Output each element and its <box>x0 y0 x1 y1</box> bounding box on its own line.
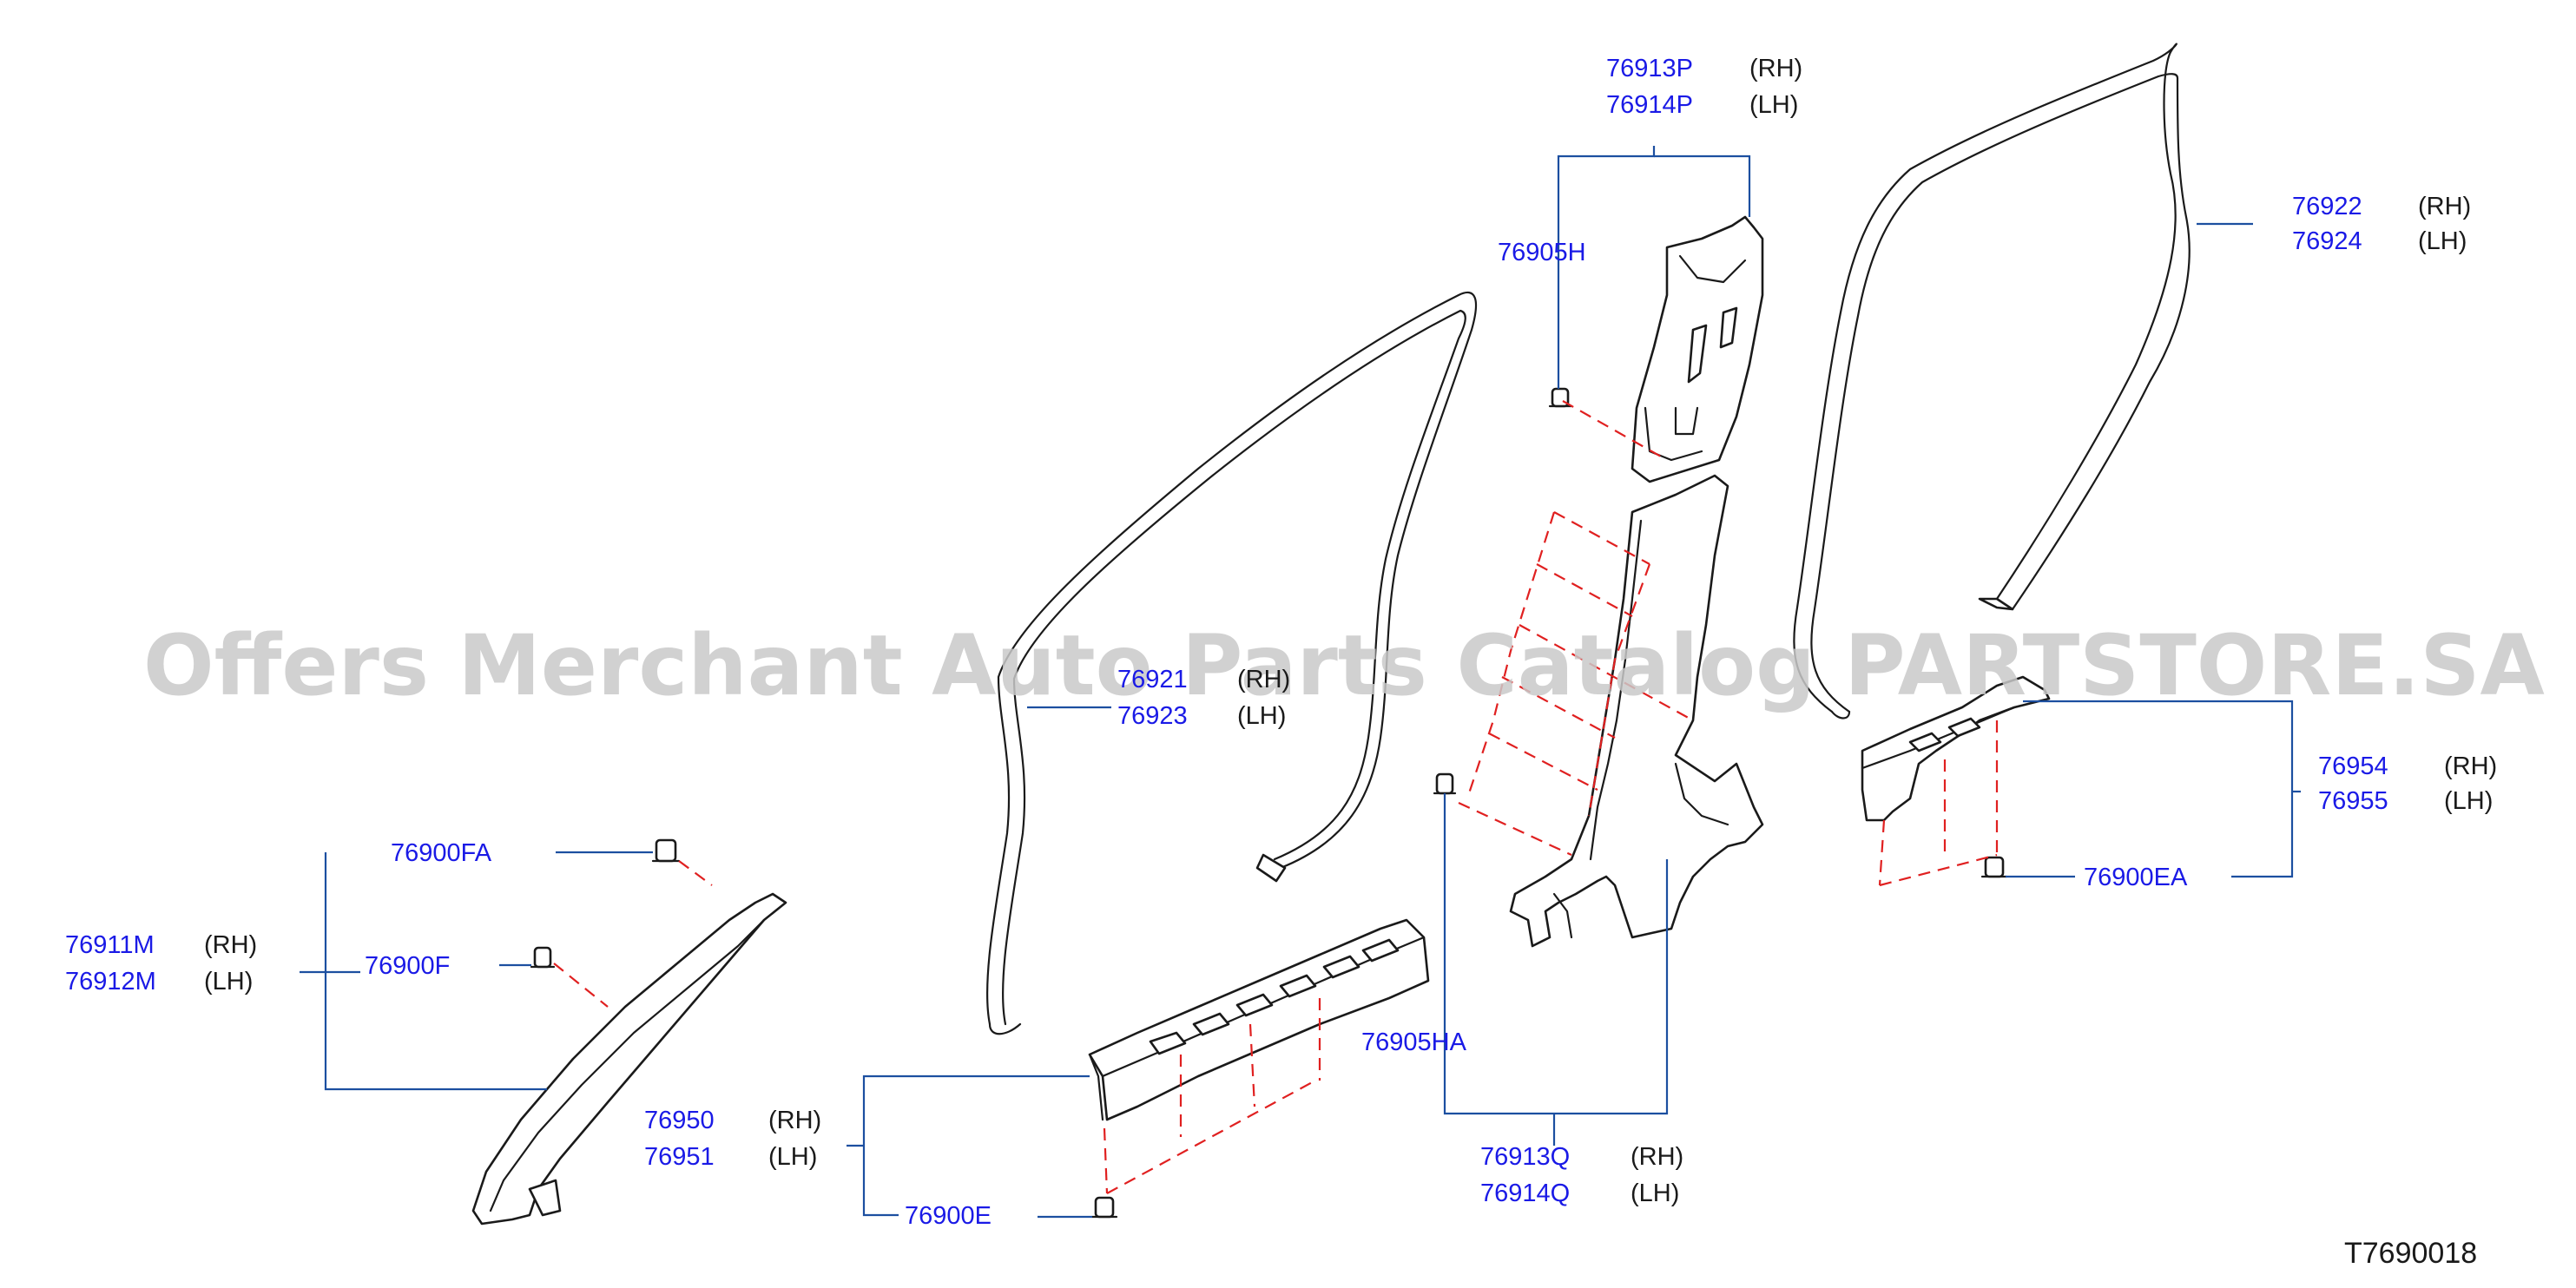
side-76911M: (RH) <box>204 931 257 959</box>
side-76954: (RH) <box>2444 752 2497 780</box>
part-number-76913P[interactable]: 76913P <box>1606 55 1693 82</box>
side-76923: (LH) <box>1237 702 1286 730</box>
side-76913P: (RH) <box>1749 55 1802 82</box>
rear-door-weatherstrip <box>1793 43 2191 720</box>
clip-76905HA <box>1433 772 1457 795</box>
part-number-76911M[interactable]: 76911M <box>65 931 155 959</box>
part-number-76900EA[interactable]: 76900EA <box>2084 864 2188 891</box>
part-number-76913Q[interactable]: 76913Q <box>1480 1143 1570 1171</box>
side-76955: (LH) <box>2444 787 2493 815</box>
center-pillar-lower-garnish <box>1509 474 1764 948</box>
part-number-76900FA[interactable]: 76900FA <box>391 839 492 867</box>
side-76922: (RH) <box>2418 193 2471 220</box>
part-number-76954[interactable]: 76954 <box>2318 752 2388 780</box>
rear-kicking-plate <box>1861 675 2051 822</box>
part-number-76914P[interactable]: 76914P <box>1606 91 1693 119</box>
part-number-76923[interactable]: 76923 <box>1117 702 1188 730</box>
side-76951: (LH) <box>768 1143 817 1171</box>
diagram-code: T7690018 <box>2344 1237 2477 1270</box>
part-number-76955[interactable]: 76955 <box>2318 787 2388 815</box>
side-76950: (RH) <box>768 1107 821 1134</box>
part-number-76950[interactable]: 76950 <box>644 1107 715 1134</box>
part-number-76905HA[interactable]: 76905HA <box>1361 1028 1467 1056</box>
leader-lines <box>300 146 2301 1219</box>
part-number-76900E[interactable]: 76900E <box>905 1202 992 1230</box>
part-number-76912M[interactable]: 76912M <box>65 968 156 996</box>
part-number-76924[interactable]: 76924 <box>2292 227 2362 255</box>
side-76914P: (LH) <box>1749 91 1798 119</box>
side-76924: (LH) <box>2418 227 2467 255</box>
part-number-76900F[interactable]: 76900F <box>365 952 450 980</box>
part-number-76905H[interactable]: 76905H <box>1498 239 1586 266</box>
front-pillar-garnish <box>471 892 787 1226</box>
side-76912M: (LH) <box>204 968 253 996</box>
center-pillar-upper-garnish <box>1631 215 1764 483</box>
clip-76900EA <box>1980 856 2008 878</box>
part-number-76922[interactable]: 76922 <box>2292 193 2362 220</box>
part-number-76921[interactable]: 76921 <box>1117 666 1188 693</box>
part-number-76914Q[interactable]: 76914Q <box>1480 1180 1570 1207</box>
part-labels: 76913P (RH) 76914P (LH) 76905H 76922 (RH… <box>65 55 2497 1230</box>
side-76914Q: (LH) <box>1631 1180 1679 1207</box>
installation-guides <box>553 400 1999 1194</box>
watermark: Offers Merchant Auto Parts Catalog PARTS… <box>143 617 2545 714</box>
front-kicking-plate <box>1088 918 1430 1121</box>
part-number-76951[interactable]: 76951 <box>644 1143 715 1171</box>
side-76913Q: (RH) <box>1631 1143 1683 1171</box>
clip-76900F <box>530 946 556 969</box>
clip-76900FA <box>651 838 681 863</box>
side-76921: (RH) <box>1237 666 1290 693</box>
clip-76900E <box>1090 1196 1118 1219</box>
front-door-weatherstrip <box>985 291 1478 1035</box>
